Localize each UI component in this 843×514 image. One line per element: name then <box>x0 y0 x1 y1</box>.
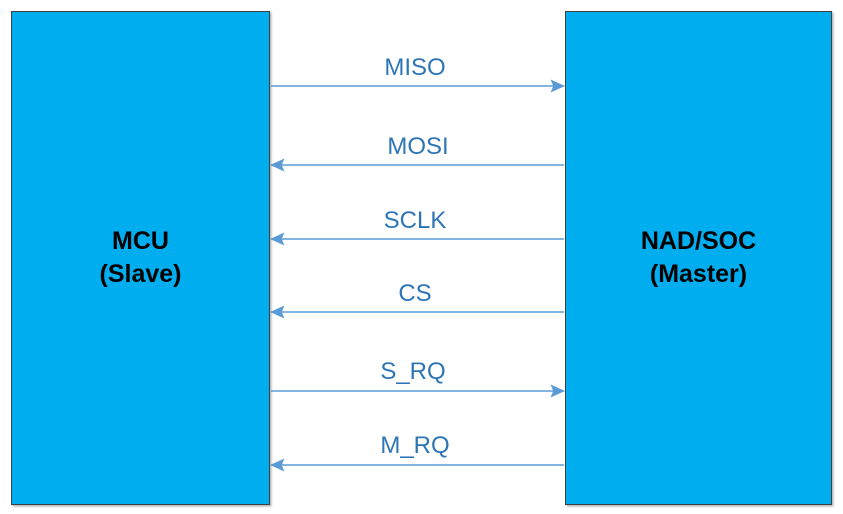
node-mcu-role: (Slave) <box>99 260 182 288</box>
node-mcu[interactable]: MCU (Slave) <box>11 11 270 505</box>
signal-label-s_rq: S_RQ <box>380 358 446 385</box>
signal-label-sclk: SCLK <box>383 207 447 234</box>
signal-label-miso: MISO <box>384 54 446 81</box>
node-mcu-title: MCU <box>112 227 169 255</box>
signal-label-cs: CS <box>398 280 432 307</box>
signal-arrows <box>270 79 565 472</box>
node-nadsoc[interactable]: NAD/SOC (Master) <box>565 11 832 505</box>
node-nadsoc-title: NAD/SOC <box>640 227 757 255</box>
signal-label-m_rq: M_RQ <box>380 432 450 459</box>
node-nadsoc-role: (Master) <box>649 260 748 288</box>
signal-label-mosi: MOSI <box>387 133 449 160</box>
